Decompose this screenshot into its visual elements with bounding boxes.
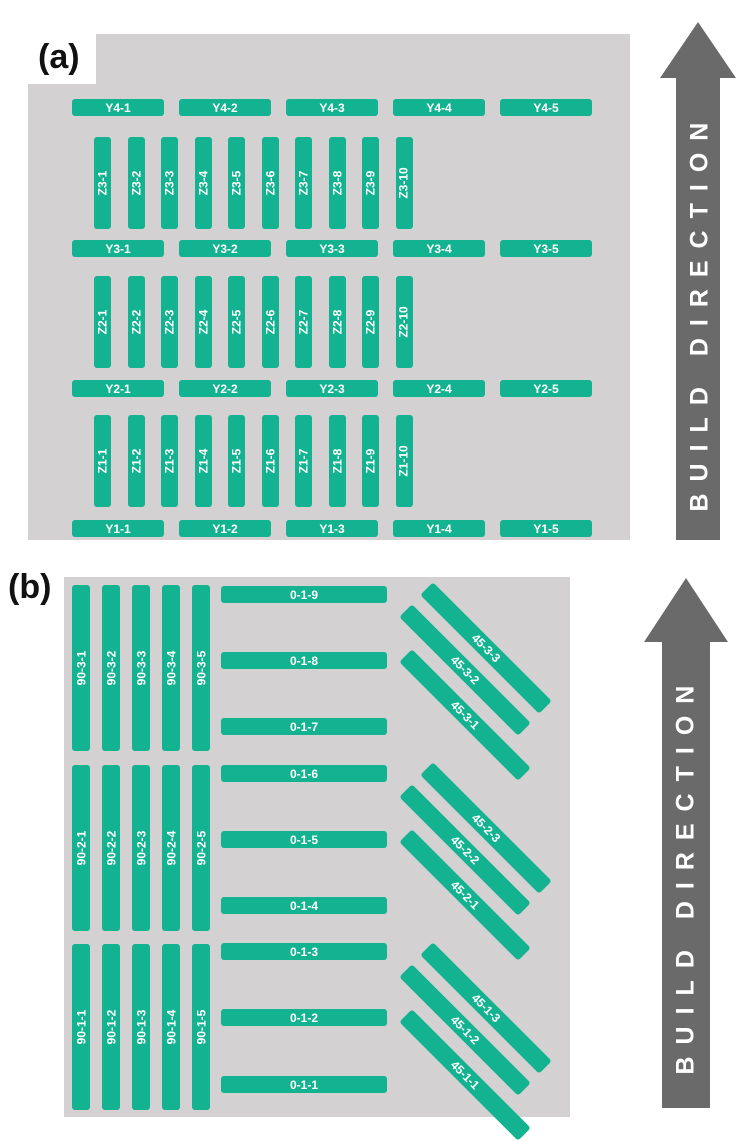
y-specimen: Y1-3 xyxy=(286,520,378,537)
vertical-specimen: 90-2-5 xyxy=(192,765,210,931)
y-specimen: Y3-2 xyxy=(179,240,271,257)
vertical-specimen: 90-3-1 xyxy=(72,585,90,751)
horizontal-specimen: 0-1-6 xyxy=(221,765,387,782)
vertical-specimen: 90-3-4 xyxy=(162,585,180,751)
build-direction-text-b: BUILD DIRECTION xyxy=(671,673,700,1075)
z-specimen: Z3-2 xyxy=(127,137,145,229)
z-specimen: Z2-6 xyxy=(261,276,279,368)
y-specimen: Y1-4 xyxy=(393,520,485,537)
z-specimen: Z2-5 xyxy=(228,276,245,368)
vertical-specimen: 90-1-1 xyxy=(72,944,90,1110)
z-specimen: Z2-2 xyxy=(127,276,145,368)
z-specimen: Z3-1 xyxy=(94,137,111,229)
z-specimen: Z1-5 xyxy=(228,415,245,507)
horizontal-specimen: 0-1-9 xyxy=(221,586,387,603)
plate-a-notch xyxy=(26,32,96,84)
z-specimen: Z2-1 xyxy=(94,276,111,368)
horizontal-specimen: 0-1-8 xyxy=(221,652,387,669)
z-specimen: Z3-7 xyxy=(295,137,312,229)
z-specimen: Z1-8 xyxy=(328,415,346,507)
y-specimen: Y1-5 xyxy=(500,520,592,537)
z-specimen: Z1-10 xyxy=(395,415,413,507)
z-specimen: Z3-9 xyxy=(362,137,379,229)
z-specimen: Z1-9 xyxy=(362,415,379,507)
y-specimen: Y4-4 xyxy=(393,99,485,116)
y-specimen: Y1-1 xyxy=(72,520,164,537)
z-specimen: Z2-7 xyxy=(295,276,312,368)
y-specimen: Y3-5 xyxy=(500,240,592,257)
y-specimen: Y2-3 xyxy=(286,380,378,397)
y-specimen: Y2-2 xyxy=(179,380,271,397)
z-specimen: Z3-10 xyxy=(395,137,413,229)
y-specimen: Y2-4 xyxy=(393,380,485,397)
vertical-specimen: 90-1-4 xyxy=(162,944,180,1110)
arrow-up-icon xyxy=(660,22,736,540)
z-specimen: Z3-8 xyxy=(328,137,346,229)
vertical-specimen: 90-1-2 xyxy=(102,944,120,1110)
horizontal-specimen: 0-1-4 xyxy=(221,897,387,914)
z-specimen: Z2-10 xyxy=(395,276,413,368)
y-specimen: Y4-3 xyxy=(286,99,378,116)
z-specimen: Z3-5 xyxy=(228,137,245,229)
y-specimen: Y4-1 xyxy=(72,99,164,116)
y-specimen: Y2-5 xyxy=(500,380,592,397)
y-specimen: Y3-1 xyxy=(72,240,164,257)
horizontal-specimen: 0-1-3 xyxy=(221,943,387,960)
build-direction-arrow-b: BUILD DIRECTION xyxy=(644,578,728,1108)
vertical-specimen: 90-2-1 xyxy=(72,765,90,931)
z-specimen: Z1-2 xyxy=(127,415,145,507)
y-specimen: Y3-3 xyxy=(286,240,378,257)
y-specimen: Y3-4 xyxy=(393,240,485,257)
y-specimen: Y4-5 xyxy=(500,99,592,116)
z-specimen: Z1-1 xyxy=(94,415,111,507)
vertical-specimen: 90-3-2 xyxy=(102,585,120,751)
y-specimen: Y4-2 xyxy=(179,99,271,116)
z-specimen: Z2-4 xyxy=(194,276,212,368)
y-specimen: Y1-2 xyxy=(179,520,271,537)
build-direction-text-a: BUILD DIRECTION xyxy=(685,110,714,512)
vertical-specimen: 90-2-3 xyxy=(132,765,150,931)
panel-label-b: (b) xyxy=(8,568,52,606)
arrow-up-icon xyxy=(644,578,728,1108)
z-specimen: Z3-6 xyxy=(261,137,279,229)
vertical-specimen: 90-1-5 xyxy=(192,944,210,1110)
z-specimen: Z2-3 xyxy=(161,276,178,368)
z-specimen: Z2-9 xyxy=(362,276,379,368)
vertical-specimen: 90-2-2 xyxy=(102,765,120,931)
z-specimen: Z1-6 xyxy=(261,415,279,507)
z-specimen: Z1-3 xyxy=(161,415,178,507)
vertical-specimen: 90-3-3 xyxy=(132,585,150,751)
z-specimen: Z2-8 xyxy=(328,276,346,368)
z-specimen: Z1-7 xyxy=(295,415,312,507)
horizontal-specimen: 0-1-2 xyxy=(221,1009,387,1026)
panel-label-a: (a) xyxy=(38,38,80,76)
horizontal-specimen: 0-1-7 xyxy=(221,718,387,735)
build-direction-arrow-a: BUILD DIRECTION xyxy=(660,22,736,540)
z-specimen: Z1-4 xyxy=(194,415,212,507)
z-specimen: Z3-3 xyxy=(161,137,178,229)
horizontal-specimen: 0-1-1 xyxy=(221,1076,387,1093)
z-specimen: Z3-4 xyxy=(194,137,212,229)
horizontal-specimen: 0-1-5 xyxy=(221,831,387,848)
vertical-specimen: 90-3-5 xyxy=(192,585,210,751)
y-specimen: Y2-1 xyxy=(72,380,164,397)
vertical-specimen: 90-1-3 xyxy=(132,944,150,1110)
vertical-specimen: 90-2-4 xyxy=(162,765,180,931)
